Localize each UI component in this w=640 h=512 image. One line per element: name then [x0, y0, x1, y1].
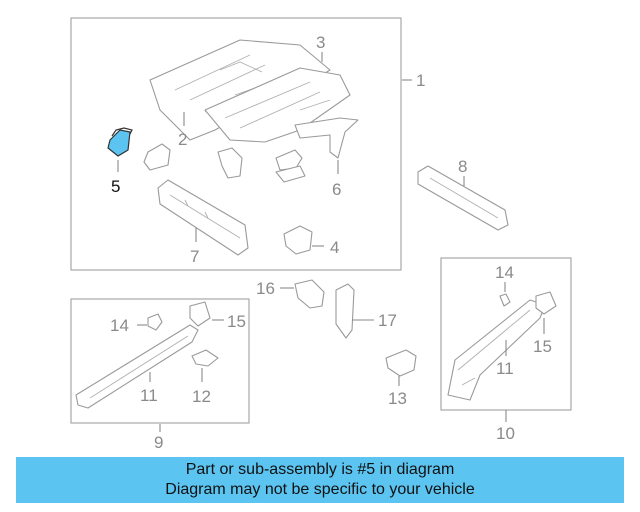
callout-14-left: 14 [110, 316, 129, 335]
callout-10: 10 [496, 424, 515, 443]
bracket-part-14-left[interactable] [147, 313, 163, 331]
floor-panel-part[interactable] [149, 39, 351, 143]
callout-6: 6 [332, 180, 341, 199]
callout-3: 3 [316, 33, 325, 52]
banner-line-2: Diagram may not be specific to your vehi… [165, 481, 475, 498]
callout-5: 5 [111, 177, 120, 196]
small-bracket-parts[interactable] [143, 143, 306, 183]
crossmember-bracket-part[interactable] [294, 117, 359, 159]
bracket-part-14-right[interactable] [499, 293, 511, 307]
callout-4: 4 [330, 238, 339, 257]
leader-lines [117, 52, 545, 432]
bracket-part-16[interactable] [294, 279, 325, 309]
callout-11-left: 11 [140, 386, 158, 405]
highlighted-part-5[interactable] [107, 127, 133, 157]
pillar-part-17[interactable] [335, 283, 355, 339]
bracket-part-4[interactable] [283, 225, 313, 255]
side-rail-part-7[interactable] [157, 179, 249, 256]
info-banner: Part or sub-assembly is #5 in diagram Di… [16, 457, 624, 503]
callout-17: 17 [378, 311, 397, 330]
callout-9: 9 [154, 433, 163, 452]
bracket-part-13[interactable] [385, 349, 417, 377]
bracket-part-15-left[interactable] [189, 301, 211, 327]
rail-part-8[interactable] [417, 165, 509, 231]
callout-13: 13 [388, 389, 407, 408]
callout-16: 16 [256, 279, 275, 298]
side-member-part-11-right[interactable] [447, 299, 546, 401]
callout-1: 1 [416, 71, 425, 90]
callout-8: 8 [458, 157, 467, 176]
callout-15-left: 15 [227, 312, 246, 331]
assembly-box-9 [70, 298, 250, 424]
callout-2: 2 [178, 130, 187, 149]
bracket-part-15-right[interactable] [535, 291, 557, 315]
bracket-part-12[interactable] [191, 349, 219, 367]
callout-12: 12 [192, 387, 211, 406]
callout-11-right: 11 [496, 359, 514, 378]
callout-7: 7 [190, 247, 199, 266]
parts-diagram: 1 2 3 4 5 6 7 8 9 10 11 11 12 13 14 14 1… [70, 17, 572, 452]
side-member-part-11-left[interactable] [75, 324, 199, 409]
callout-15-right: 15 [533, 337, 552, 356]
banner-line-1: Part or sub-assembly is #5 in diagram [185, 461, 455, 478]
callout-14-right: 14 [495, 263, 514, 282]
assembly-box-1 [70, 17, 402, 271]
